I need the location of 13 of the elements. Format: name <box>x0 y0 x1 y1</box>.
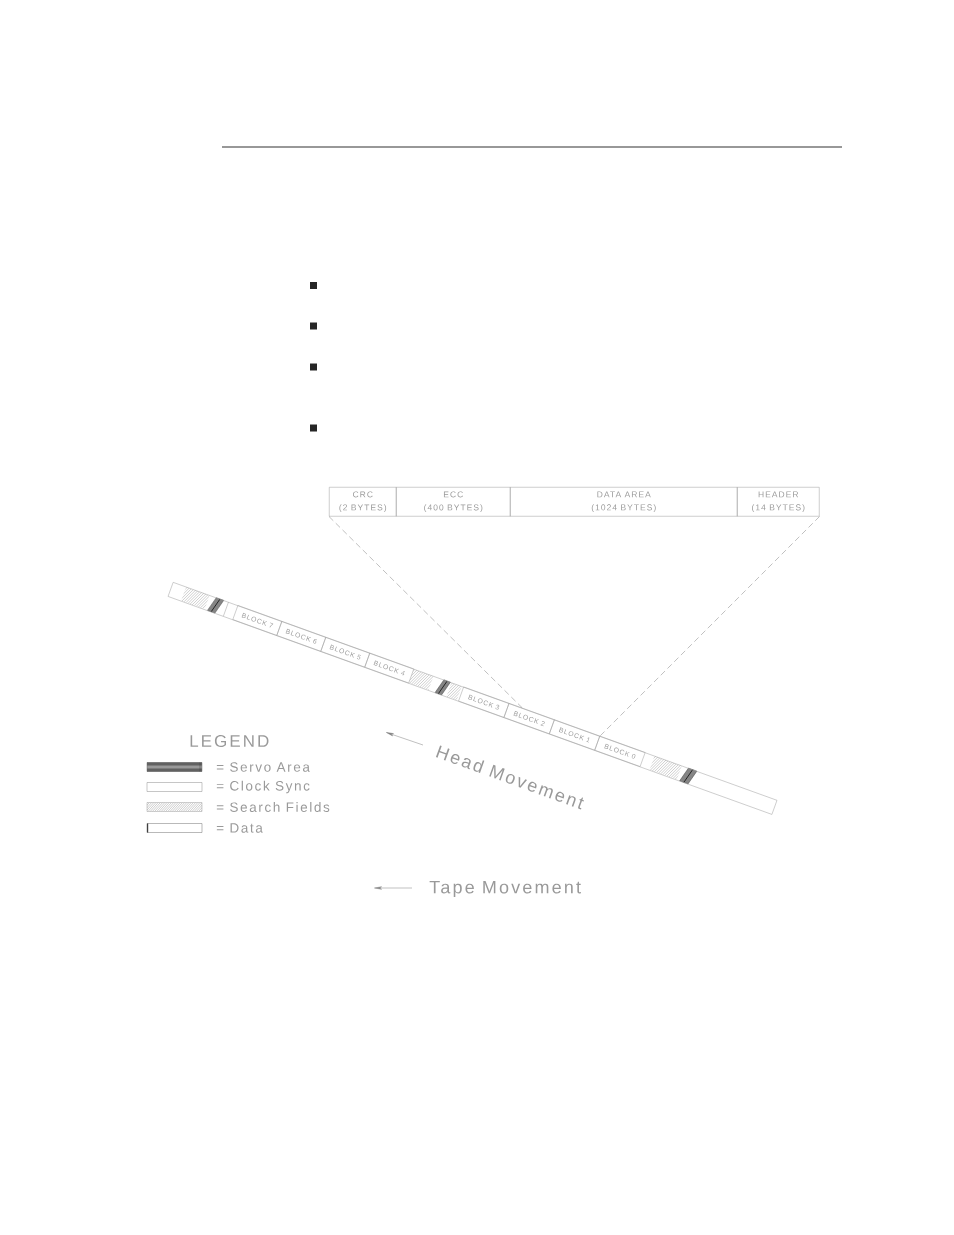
record-field-box: CRC (2 BYTES) <box>329 487 397 517</box>
projection-line <box>328 516 523 709</box>
direction-label: Tape Movement <box>429 880 581 898</box>
record-field-box: HEADER (14 BYTES) <box>737 487 820 517</box>
projection-line <box>599 516 820 737</box>
tape-strip <box>167 582 778 815</box>
legend-label: = Data <box>216 823 263 833</box>
record-field-box: DATA AREA (1024 BYTES) <box>510 487 738 517</box>
legend-label: = Servo Area <box>216 762 310 772</box>
legend-heading: LEGEND <box>190 735 269 748</box>
record-field-box: ECC (400 BYTES) <box>396 487 511 517</box>
legend-label: = Clock Sync <box>216 780 310 794</box>
legend-label: = Search Fields <box>216 802 330 812</box>
